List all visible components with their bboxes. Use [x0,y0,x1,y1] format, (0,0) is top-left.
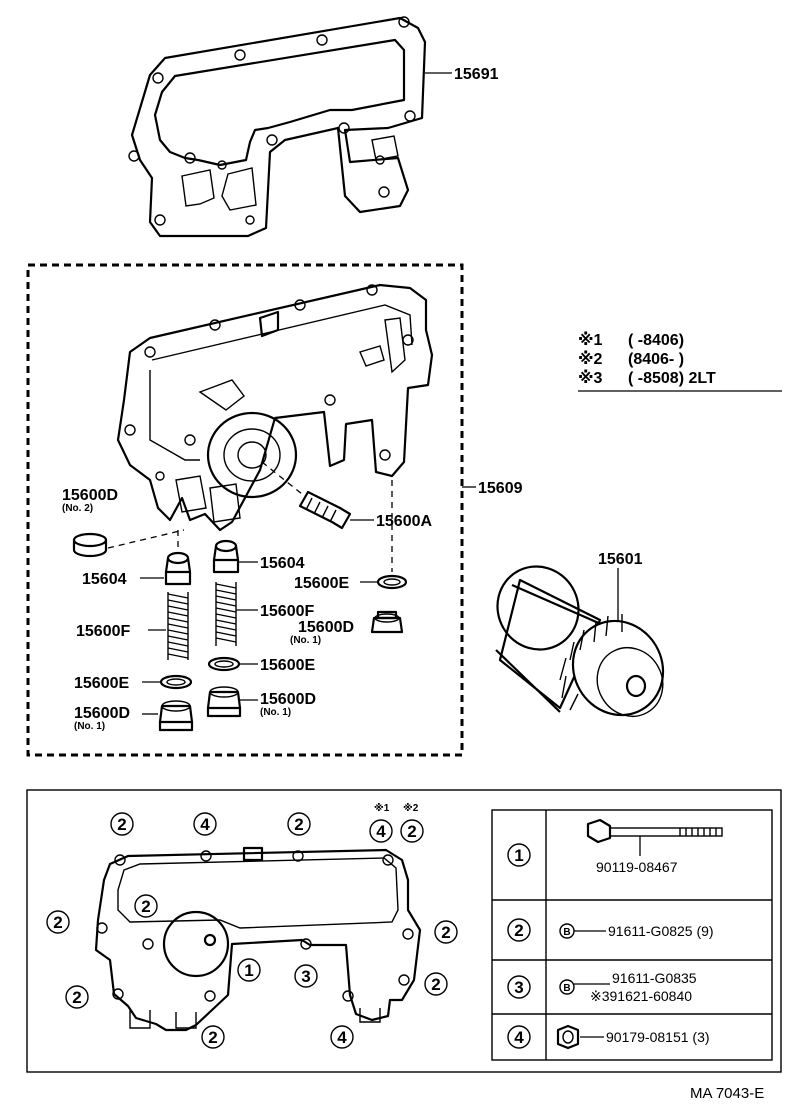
callout-4: 4 [200,815,210,834]
callout-2: 2 [208,1028,217,1047]
fastener-table: 1 90119-08467 2 B 91611-G0825 (9) 3 B 91… [491,809,773,1061]
table-key-2: 2 [514,921,523,940]
table-part-4: 90179-08151 (3) [606,1029,710,1045]
label-15600D-no2: 15600D [62,487,118,504]
table-key-3: 3 [514,978,523,997]
oil-filter-15601 [495,565,665,717]
label-15600D-no1-b: 15600D [260,691,316,708]
gasket-15691 [128,16,452,238]
table-key-4: 4 [514,1028,524,1047]
label-15600A: 15600A [376,513,432,530]
label-15604-right: 15604 [260,555,305,572]
table-part-3b: ※391621-60840 [590,988,692,1004]
label-15600E-left: 15600E [74,675,129,692]
callout-mark-2: ※2 [403,802,419,814]
callout-2: 2 [141,897,150,916]
callout-2: 2 [431,975,440,994]
callout-3: 3 [301,967,310,986]
applicability-notes: ※1 ( -8406) ※2 (8406- ) ※3 ( -8508) 2LT [578,331,782,392]
label-15600E-mid: 15600E [260,657,315,674]
table-part-1: 90119-08467 [596,859,678,875]
callout-2: 2 [53,913,62,932]
oil-cooler-body [116,283,434,532]
note-1-mark: ※1 [578,331,603,349]
note-3-mark: ※3 [578,369,603,387]
right-valve-stack [206,539,258,718]
diagram-code: MA 7043-E [690,1085,764,1102]
note-2-mark: ※2 [578,350,603,368]
label-15600D-no1-b-note: (No. 1) [260,707,291,718]
table-part-2: 91611-G0825 (9) [608,923,714,939]
label-15601: 15601 [598,551,643,568]
label-15600D-no1-c: 15600D [74,705,130,722]
callout-2: 2 [407,822,416,841]
cooler-assembly-boundary [26,263,476,757]
plug-no2 [72,529,185,558]
callout-4: 4 [337,1028,347,1047]
nut-icon [556,1024,580,1050]
label-15600D-no2-note: (No. 2) [62,503,93,514]
callout-mark-1: ※1 [374,802,390,814]
label-15691: 15691 [454,66,499,83]
callout-2: 2 [72,988,81,1007]
note-2-text: (8406- ) [628,351,684,368]
right-side-gasket-plug [360,480,408,634]
callout-2: 2 [441,923,450,942]
callout-2: 2 [294,815,303,834]
note-1-text: ( -8406) [628,332,684,349]
bolt-diagram-frame [26,789,782,1073]
label-15600F-left: 15600F [76,623,130,640]
label-15600D-no1-a: 15600D [298,619,354,636]
label-15600D-no1-c-note: (No. 1) [74,721,105,732]
label-15604-left: 15604 [82,571,127,588]
callout-4: 4 [376,822,386,841]
label-15600F-right: 15600F [260,603,314,620]
bolt-callouts: 2 4 2 4 2 ※1 ※2 2 2 2 1 3 2 2 2 4 [46,802,458,1049]
label-15600D-no1-a-note: (No. 1) [290,635,321,646]
table-badge-3: B [563,983,570,994]
note-3-text: ( -8508) 2LT [628,370,716,387]
callout-1: 1 [244,961,253,980]
label-15600E-upper: 15600E [294,575,349,592]
table-badge-2: B [563,927,570,938]
label-15609: 15609 [478,480,523,497]
bolt-icon [586,818,723,856]
cooler-outline-bolt-view [94,846,422,1032]
table-key-1: 1 [514,846,523,865]
relief-valve-15600A [261,461,374,530]
table-part-3a: 91611-G0835 [612,970,697,986]
callout-2: 2 [117,815,126,834]
left-valve-stack [140,530,194,732]
